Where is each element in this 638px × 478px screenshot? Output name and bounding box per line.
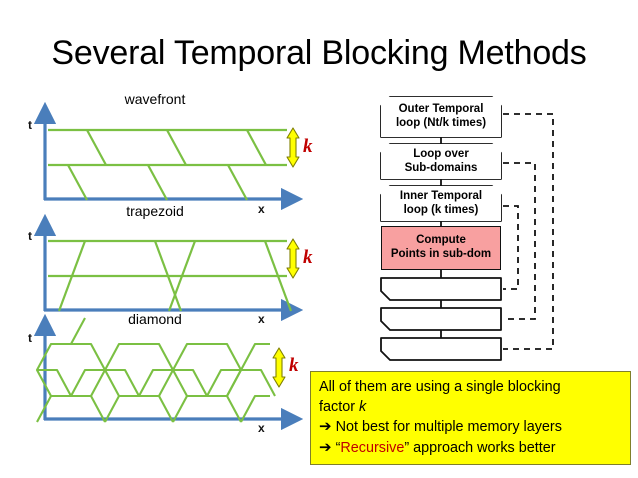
flow-box-inner-temporal-loop[interactable]: Inner Temporal loop (k times)	[381, 186, 501, 221]
y-axis-label-trapezoid: t	[28, 229, 32, 243]
k-label-wavefront: k	[303, 136, 313, 157]
page-title: Several Temporal Blocking Methods	[51, 34, 587, 72]
flow-box-line: Sub-domains	[404, 161, 478, 174]
flow-box-end-loop-over-subdomains[interactable]	[381, 308, 501, 330]
flow-box-loop-over-subdomains[interactable]: Loop over Sub-domains	[381, 144, 501, 179]
k-label-trapezoid: k	[303, 247, 313, 268]
flow-box-line: Inner Temporal	[399, 189, 483, 202]
callout-factor-k: k	[359, 398, 367, 415]
callout-box: All of them are using a single blocking …	[310, 371, 631, 465]
callout-line-2-text: factor	[319, 398, 359, 415]
flow-box-line: Points in sub-dom	[390, 248, 492, 260]
callout-line-3-text: Not best for multiple memory layers	[335, 419, 562, 436]
callout-line-1: All of them are using a single blocking	[319, 379, 561, 395]
callout-line-2: factor k	[319, 398, 622, 418]
flow-box-compute-points[interactable]: Compute Points in sub-dom	[381, 226, 501, 270]
k-arrow-trapezoid	[286, 238, 300, 279]
x-axis-label-trapezoid: x	[258, 312, 265, 326]
x-axis-label-diamond: x	[258, 421, 265, 435]
callout-recursive-highlight: Recursive	[340, 439, 405, 456]
callout-line-4: ➔ “Recursive” approach works better	[319, 438, 622, 459]
arrow-glyph-icon: ➔	[319, 438, 332, 456]
flow-box-line: Outer Temporal	[398, 103, 484, 116]
flow-box-line: loop (Nt/k times)	[395, 117, 487, 129]
y-axis-label-diamond: t	[28, 331, 32, 345]
diagram-label-diamond: diamond	[128, 311, 182, 327]
trapezoid-diagram	[33, 213, 304, 322]
flow-box-end-inner-temporal-loop[interactable]	[381, 278, 501, 300]
y-axis-label-wavefront: t	[28, 118, 32, 132]
arrow-glyph-icon: ➔	[319, 418, 332, 436]
k-label-diamond: k	[289, 355, 299, 376]
x-axis-label-wavefront: x	[258, 202, 265, 216]
callout-line-4-post: ” approach works better	[404, 439, 556, 456]
callout-line-4-pre: “	[335, 439, 341, 456]
diagram-label-trapezoid: trapezoid	[126, 203, 184, 219]
flow-box-end-outer-temporal-loop[interactable]	[381, 338, 501, 360]
flow-box-line: loop (k times)	[403, 203, 479, 216]
k-arrow-diamond	[272, 347, 286, 388]
flow-box-line: Loop over	[413, 147, 469, 160]
flow-box-outer-temporal-loop[interactable]: Outer Temporal loop (Nt/k times)	[381, 97, 501, 137]
diamond-diagram	[33, 313, 304, 431]
k-arrow-wavefront	[286, 127, 300, 168]
flow-box-line: Compute	[416, 234, 466, 247]
callout-line-3: ➔ Not best for multiple memory layers	[319, 417, 622, 438]
diagram-label-wavefront: wavefront	[124, 91, 186, 107]
wavefront-diagram	[33, 101, 304, 211]
